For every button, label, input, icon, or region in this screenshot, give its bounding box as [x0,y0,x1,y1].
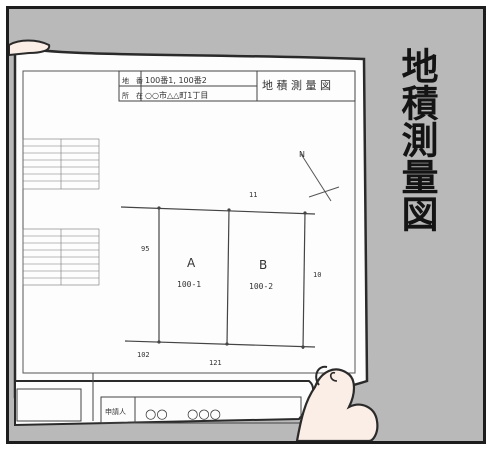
dimension-right: 10 [313,271,321,279]
parcel-b-number: 100-2 [249,282,273,291]
parcel-a-label: A [187,256,196,270]
value-parcel: 100番1, 100番2 [145,75,207,85]
svg-text:N: N [299,150,305,159]
footer-boxes [16,373,302,424]
boundary-points [157,206,307,349]
footer-label: 申請人 [105,407,126,416]
parcel-a-number: 100-1 [177,280,201,289]
value-location: ○○市△△町1丁目 [145,90,208,100]
left-hand [9,39,51,57]
dimension-bottom-left: 102 [137,351,150,359]
parcel-lines [120,206,316,350]
footer-name-first: ○○ [145,407,168,422]
dimension-top: 11 [249,191,257,199]
survey-document-svg: 地 番 所 在 100番1, 100番2 ○○市△△町1丁目 地 積 測 量 図 [9,39,379,441]
north-arrow-icon: N [299,150,340,202]
dimension-bottom-center: 121 [209,359,222,367]
label-parcel: 地 番 [122,76,143,85]
footer-name-second: ○○○ [187,407,221,422]
coordinate-table-lower [22,228,100,286]
vertical-title: 地積測量図 [395,47,438,232]
right-hand [295,368,379,441]
illustration-panel: 地積測量図 地 番 所 在 100番1, 100番2 ○○市△△町1丁目 地 積… [6,6,486,444]
dimension-left: 95 [141,245,149,253]
parcel-b-label: B [259,258,267,272]
document-title: 地 積 測 量 図 [262,78,331,92]
label-location: 所 在 [122,91,143,100]
coordinate-table-upper [22,138,100,190]
thumb-line [315,365,328,386]
